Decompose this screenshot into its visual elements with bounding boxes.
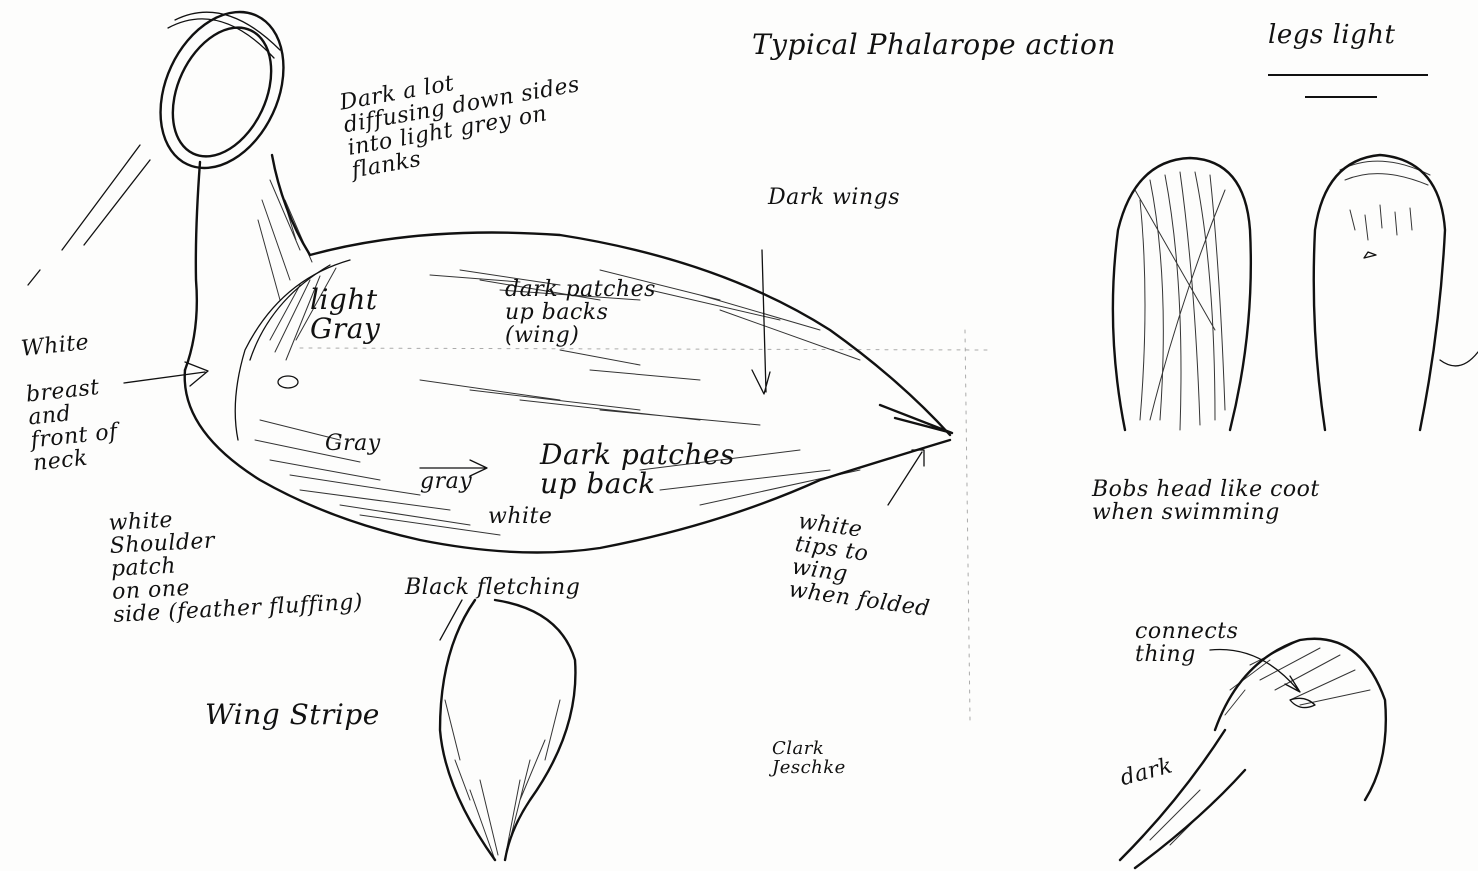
dark-wings-note: Dark wings: [768, 186, 900, 209]
head-side-view-sketch: [1120, 639, 1386, 868]
light-gray-note: light Gray: [310, 285, 380, 344]
legs-underline-2: [1305, 96, 1377, 98]
gray-note-2: gray: [420, 470, 472, 493]
bobs-head-note: Bobs head like coot when swimming: [1092, 478, 1320, 524]
bill-sketch: [28, 145, 150, 285]
connects-note: connects thing: [1135, 620, 1238, 666]
white-note: white: [488, 505, 552, 528]
white-tips-note: white tips to wing when folded: [787, 510, 941, 621]
scan-dash-line: [300, 348, 990, 350]
legs-note: legs light: [1268, 22, 1395, 49]
observer-name: Clark Jeschke: [772, 740, 846, 778]
legs-underline: [1268, 74, 1428, 76]
scan-dash-line: [965, 330, 970, 720]
wing-stripe-note: Wing Stripe: [205, 700, 380, 729]
dark-patches-wing-note: dark patches up backs (wing): [505, 278, 656, 347]
head-front-view-sketch: [1113, 158, 1251, 430]
black-fletching-note: Black fletching: [405, 576, 580, 599]
bird-head-sketch: [137, 0, 308, 188]
gray-note: Gray: [325, 432, 381, 455]
dark-patches-back-note: Dark patches up back: [540, 440, 735, 499]
head-back-view-sketch: [1314, 155, 1478, 430]
white-breast-note: White breast and front of neck: [20, 329, 121, 476]
white-shoulder-note: white Shoulder patch on one side (feathe…: [108, 499, 364, 627]
sketch-title: Typical Phalarope action: [752, 30, 1116, 59]
wing-feather-sketch: [440, 600, 575, 860]
bird-neck-sketch: [185, 155, 312, 370]
